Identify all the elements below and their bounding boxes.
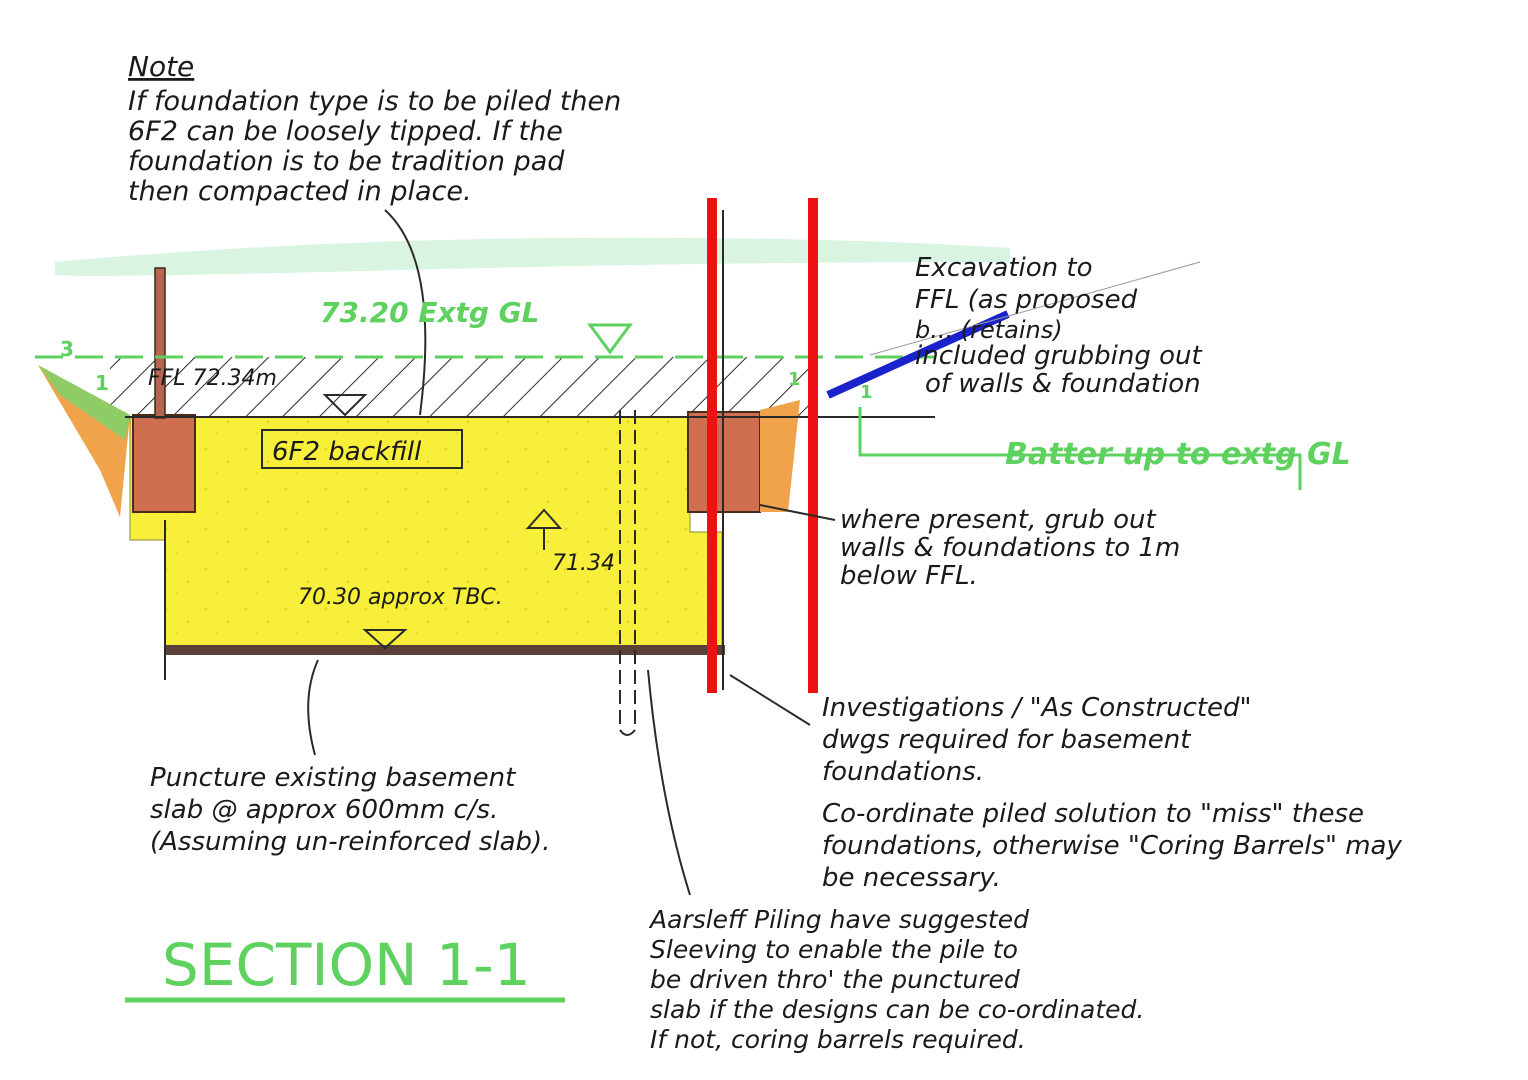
slab-level-arrow [362, 629, 408, 650]
aarsleff-line-1: Aarsleff Piling have suggested [648, 905, 1029, 934]
investigations-line-4: Co-ordinate piled solution to "miss" the… [822, 799, 1364, 829]
slope-ratio-right-b: 1 [860, 382, 873, 403]
grub-line-2: walls & foundations to 1m [840, 533, 1180, 563]
investigations-line-5: foundations, otherwise "Coring Barrels" … [822, 831, 1402, 861]
excavation-line-1: Excavation to [915, 253, 1093, 283]
puncture-line-2: slab @ approx 600mm c/s. [150, 795, 498, 825]
excavation-leader [869, 261, 1201, 356]
investigations-line-3: foundations. [822, 757, 984, 787]
investigations-line-1: Investigations / "As Constructed" [822, 693, 1252, 723]
note-title: Note [128, 50, 194, 83]
fill-label: 6F2 backfill [272, 437, 422, 467]
puncture-leader [307, 659, 319, 756]
aarsleff-line-4: slab if the designs can be co-ordinated. [650, 995, 1144, 1024]
aarsleff-line-5: If not, coring barrels required. [650, 1025, 1026, 1054]
sleeve-bottom [619, 729, 636, 736]
note-line-3: foundation is to be tradition pad [128, 146, 565, 177]
grub-line-3: below FFL. [840, 561, 978, 591]
batter-green-line [858, 407, 1302, 490]
grub-line-1: where present, grub out [840, 505, 1156, 535]
ffl-level-arrow [322, 394, 368, 417]
investigations-leader [729, 674, 811, 726]
basement-slab [165, 645, 725, 655]
aarsleff-line-3: be driven thro' the punctured [650, 965, 1020, 994]
pile-red-left [707, 198, 717, 693]
excavation-line-5: of walls & foundation [925, 369, 1201, 399]
left-basement-wall [132, 414, 196, 513]
slope-ratio-left-b: 1 [95, 371, 109, 395]
left-batter-green [38, 365, 130, 440]
aarsleff-line-2: Sleeving to enable the pile to [650, 935, 1018, 964]
aarsleff-leader [647, 669, 691, 896]
slab-level-label: 70.30 approx TBC. [298, 585, 503, 610]
left-wall-stub [154, 267, 166, 419]
note-leader [384, 209, 427, 416]
excavation-blue-line [826, 310, 1010, 399]
soil-hatching [110, 357, 815, 417]
fill-label-box [261, 429, 463, 469]
sleeve-level-label: 71.34 [552, 551, 615, 576]
investigations-line-2: dwgs required for basement [822, 725, 1191, 755]
batter-label: Batter up to extg GL [1005, 437, 1351, 472]
puncture-line-3: (Assuming un-reinforced slab). [150, 827, 550, 857]
gl-level-arrow [587, 323, 633, 355]
existing-gl-label: 73.20 Extg GL [320, 296, 540, 329]
excavation-line-4: included grubbing out [915, 341, 1203, 371]
grub-leader [759, 504, 836, 521]
note-line-4: then compacted in place. [128, 176, 472, 207]
slope-ratio-left-a: 3 [60, 337, 74, 361]
puncture-line-1: Puncture existing basement [150, 763, 516, 793]
ffl-label: FFL 72.34m [148, 366, 277, 391]
slope-ratio-right-a: 1 [788, 369, 801, 390]
note-line-2: 6F2 can be loosely tipped. If the [128, 116, 563, 147]
investigations-line-6: be necessary. [822, 863, 1001, 893]
section-title: SECTION 1-1 [162, 931, 531, 999]
excavation-line-2: FFL (as proposed [915, 285, 1138, 315]
right-batter [760, 400, 800, 512]
pile-red-right [808, 198, 818, 693]
backfill-area [129, 416, 723, 649]
excavation-line-3: b... (retains) [915, 316, 1063, 344]
note-line-1: If foundation type is to be piled then [128, 86, 621, 117]
grass-smudge [55, 237, 1010, 276]
